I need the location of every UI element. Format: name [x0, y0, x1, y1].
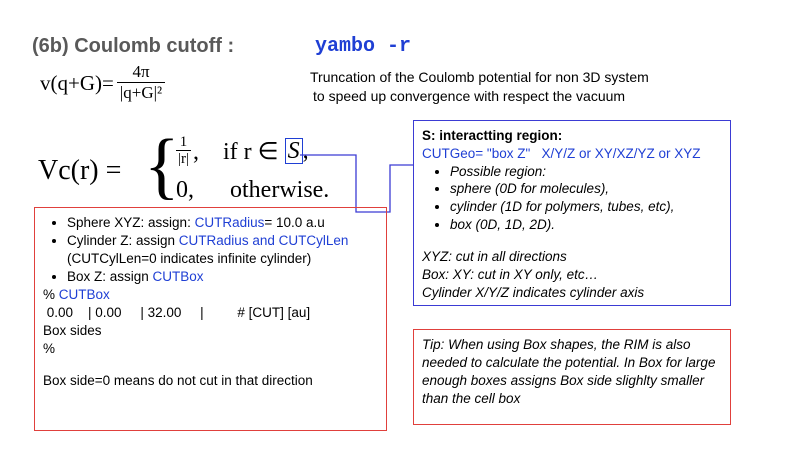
cylinder-suffix: (CUTCylLen=0 indicates infinite cylinder… [67, 250, 312, 266]
cylinder-prefix: Cylinder Z: assign [67, 232, 179, 248]
description-line-2: to speed up convergence with respect the… [313, 87, 626, 104]
region-note-cylinder: Cylinder X/Y/Z indicates cylinder axis [422, 284, 645, 300]
list-item: box (0D, 1D, 2D). [450, 216, 722, 234]
list-item: Sphere XYZ: assign: CUTRadius= 10.0 a.u [67, 214, 378, 232]
sphere-prefix: Sphere XYZ: assign: [67, 215, 195, 230]
cutbox-var: CUTBox [152, 268, 204, 284]
case-condition: , if r ∈ [193, 138, 285, 165]
cutbox-block-var: CUTBox [58, 286, 110, 302]
sphere-suffix: = 10.0 a.u [264, 215, 325, 230]
region-heading: S: interactting region: [422, 128, 563, 143]
case-row-1: 1 |r| , if r ∈ S , [176, 135, 309, 168]
interacting-region-box: S: interactting region: CUTGeo= "box Z" … [413, 120, 731, 306]
equation-lhs: v(q+G)= [40, 70, 114, 95]
case-row-2: 0, otherwise. [176, 177, 330, 203]
case-row-1-end: , [302, 137, 309, 164]
cutgeo-line: CUTGeo= "box Z" X/Y/Z or XY/XZ/YZ or XYZ [422, 145, 701, 161]
description-line-1: Truncation of the Coulomb potential for … [310, 69, 649, 85]
fraction-numerator: 4π [132, 62, 150, 81]
list-item: sphere (0D for molecules), [450, 180, 722, 198]
fourier-coulomb-equation: v(q+G)= 4π |q+G|² [40, 62, 166, 103]
tip-box: Tip: When using Box shapes, the RIM is a… [413, 329, 731, 425]
region-list: Possible region: sphere (0D for molecule… [422, 163, 722, 234]
potential-lhs: Vc(r) = [38, 155, 122, 186]
assign-list: Sphere XYZ: assign: CUTRadius= 10.0 a.u … [43, 214, 378, 286]
inverse-r-numerator: 1 [179, 134, 188, 150]
cylinder-vars: CUTRadius and CUTCylLen [178, 232, 349, 248]
inverse-r-denominator: |r| [176, 150, 192, 167]
box-prefix: Box Z: assign [67, 268, 153, 284]
region-note-box: Box: XY: cut in XY only, etc… [422, 266, 599, 282]
cutbox-values-row: 0.00 | 0.00 | 32.00 | # [CUT] [au] [43, 304, 311, 320]
cutbox-block-start: % CUTBox [43, 286, 110, 302]
assign-parameters-box: Sphere XYZ: assign: CUTRadius= 10.0 a.u … [34, 207, 387, 431]
cutbox-block-end: % [43, 340, 56, 356]
description-text: Truncation of the Coulomb potential for … [310, 68, 649, 106]
list-item: Possible region: [450, 163, 722, 181]
command-text: yambo -r [315, 35, 412, 58]
slide-title: (6b) Coulomb cutoff : [32, 35, 235, 57]
cutradius-var: CUTRadius [194, 215, 265, 230]
equation-fraction: 4π |q+G|² [116, 62, 166, 103]
region-s-highlight: S [284, 138, 303, 165]
inverse-r-fraction: 1 |r| [176, 134, 192, 168]
box-sides-label: Box sides [43, 322, 102, 338]
list-item: Cylinder Z: assign CUTRadius and CUTCylL… [67, 232, 378, 268]
region-note-xyz: XYZ: cut in all directions [422, 248, 567, 264]
box-side-note: Box side=0 means do not cut in that dire… [43, 372, 313, 388]
list-item: Box Z: assign CUTBox [67, 268, 378, 286]
fraction-denominator: |q+G|² [116, 81, 166, 103]
list-item: cylinder (1D for polymers, tubes, etc), [450, 198, 722, 216]
curly-brace: { [144, 125, 180, 207]
piecewise-potential-equation: Vc(r) = { 1 |r| , if r ∈ S , 0, otherwis… [38, 129, 338, 213]
tip-text: Tip: When using Box shapes, the RIM is a… [422, 337, 716, 406]
